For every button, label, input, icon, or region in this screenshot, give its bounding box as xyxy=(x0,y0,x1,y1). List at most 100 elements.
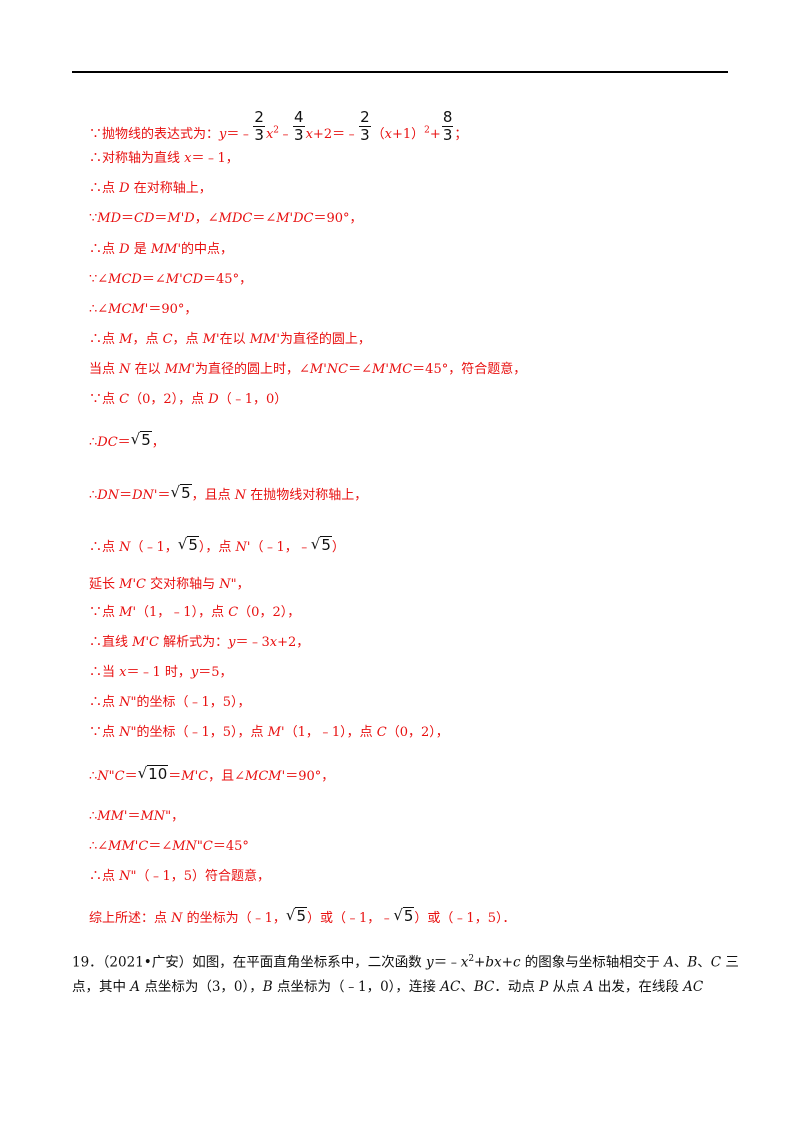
text: ＝90°， xyxy=(148,302,198,317)
var: C xyxy=(119,392,130,407)
var: N xyxy=(171,911,183,926)
text: 、 xyxy=(673,954,688,971)
text: ∴∠ xyxy=(89,302,109,317)
text: ∴点 xyxy=(89,181,120,196)
text: 在对称轴上， xyxy=(129,181,212,196)
var: DC xyxy=(97,435,118,450)
var: MN"C xyxy=(172,839,213,854)
solution-line: ∴直线 M'C 解析式为：y＝﹣3x+2， xyxy=(89,634,309,652)
text: ∴ xyxy=(89,769,98,784)
radical-sign: √ xyxy=(130,430,141,448)
text: ＝ xyxy=(154,211,168,226)
text: ∴∠ xyxy=(89,839,109,854)
numerator: 2 xyxy=(359,108,371,127)
solution-line: ∴∠MCM'＝90°， xyxy=(89,301,197,319)
var: x xyxy=(265,127,274,142)
var: x xyxy=(460,954,469,971)
solution-line: ∵点 M'（1，﹣1），点 C（0，2）， xyxy=(89,604,300,622)
var: DN xyxy=(97,488,120,503)
var: N xyxy=(234,488,247,503)
text: +1） xyxy=(392,127,425,142)
var: N' xyxy=(235,540,251,555)
text: 在以 xyxy=(130,362,165,377)
text: ＝ xyxy=(127,809,141,824)
var: y xyxy=(219,127,227,142)
text: ∵点 xyxy=(89,725,120,740)
text: 点，其中 xyxy=(72,979,131,995)
var: M'C xyxy=(119,577,146,592)
sqrt: √5 xyxy=(393,906,415,924)
radical-sign: √ xyxy=(137,764,148,782)
var: y xyxy=(228,635,236,650)
text: ； xyxy=(454,127,468,142)
text: +2， xyxy=(277,635,310,650)
var: y xyxy=(426,954,434,971)
sqrt: √5 xyxy=(285,906,308,924)
text: 三 xyxy=(721,954,739,971)
text: 的坐标（﹣1，5），点 xyxy=(136,725,268,740)
radical-sign: √ xyxy=(393,906,403,924)
var: M'C xyxy=(181,769,209,784)
solution-line: ∴当 x＝﹣1 时，y＝5， xyxy=(89,664,233,682)
text: ）或（﹣1，﹣ xyxy=(307,911,394,926)
sqrt: √5 xyxy=(131,430,152,448)
denominator: 3 xyxy=(442,126,453,144)
solution-line: 当点 N 在以 MM'为直径的圆上时，∠M'NC＝∠M'MC＝45°，符合题意， xyxy=(89,361,526,379)
text: （0，2）， xyxy=(386,725,449,740)
var: MCD xyxy=(108,272,142,287)
text: ，∠ xyxy=(194,211,219,226)
var: C xyxy=(162,332,173,347)
text: ＝﹣3 xyxy=(235,635,270,650)
var: A xyxy=(664,954,674,971)
var: M'MC xyxy=(372,362,413,377)
text: 解析式为： xyxy=(158,635,229,650)
var: M'NC xyxy=(309,362,349,377)
text: ＝ xyxy=(119,488,133,503)
denominator: 3 xyxy=(360,126,370,144)
var: c xyxy=(512,954,521,971)
solution-line: ∵点 C（0，2），点 D（﹣1，0） xyxy=(89,391,287,409)
text: ＝﹣ xyxy=(226,127,253,142)
text: ﹣ xyxy=(279,127,293,142)
var: P xyxy=(539,979,549,995)
text: 从点 xyxy=(548,979,584,995)
text: ＝90°， xyxy=(285,769,335,784)
text: 、 xyxy=(460,979,474,995)
radical-sign: √ xyxy=(285,906,296,924)
text: 在以 xyxy=(219,332,250,347)
text: ∴点 xyxy=(89,695,120,710)
text: （﹣1，5）符合题意， xyxy=(136,869,271,884)
var: MCM' xyxy=(245,769,286,784)
sqrt: √5 xyxy=(311,535,332,553)
text: ， xyxy=(236,577,250,592)
text: 、 xyxy=(697,954,711,971)
solution-line: ∴MM'＝MN"， xyxy=(89,808,184,826)
sqrt: √10 xyxy=(138,764,169,782)
text: ， xyxy=(171,809,185,824)
radicand: 5 xyxy=(140,431,152,449)
text: 19．（2021•广安）如图，在平面直角坐标系中，二次函数 xyxy=(72,954,427,971)
text: ∵点 xyxy=(89,392,120,407)
var: bx xyxy=(485,954,502,971)
text: ，点 xyxy=(132,332,163,347)
var: y xyxy=(190,665,199,680)
text: 出发，在线段 xyxy=(593,979,684,995)
text: ∵∠ xyxy=(89,272,109,287)
var: N"C xyxy=(97,769,125,784)
text: ＝﹣ xyxy=(433,954,461,971)
var: M' xyxy=(267,725,285,740)
text: ＝ xyxy=(121,211,135,226)
text: 是 xyxy=(129,242,151,257)
text: 当点 xyxy=(89,362,120,377)
text: 为直径的圆上时，∠ xyxy=(194,362,310,377)
exponent: 2 xyxy=(273,125,280,136)
var: N" xyxy=(119,695,137,710)
var: A xyxy=(583,979,594,995)
denominator: 3 xyxy=(294,126,304,144)
var: x xyxy=(305,127,313,142)
text: ∴对称轴为直线 xyxy=(89,151,185,166)
text: （0，2），点 xyxy=(129,392,209,407)
text: ＝ xyxy=(117,435,131,450)
